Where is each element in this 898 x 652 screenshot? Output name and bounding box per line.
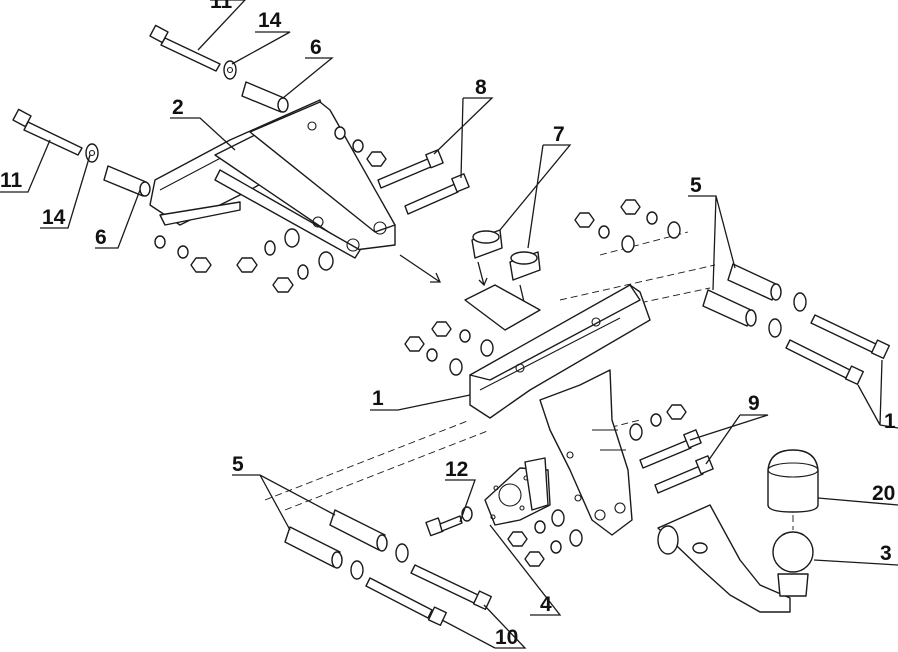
callout-14-top: 14: [258, 9, 282, 32]
bolts-8: [377, 149, 470, 215]
callout-6-top: 6: [310, 36, 322, 59]
spacer-top: [241, 81, 289, 113]
callout-1: 1: [372, 387, 384, 410]
callout-12: 12: [445, 458, 468, 481]
callout-20: 20: [872, 482, 895, 505]
callout-9: 9: [748, 392, 760, 415]
callout-7: 7: [553, 123, 565, 146]
callout-5-left: 5: [232, 453, 244, 476]
spacers-7: [471, 229, 541, 303]
right-spacers-bolts: [702, 263, 891, 386]
callout-10: 10: [495, 626, 518, 649]
side-bracket-assembly: [149, 99, 396, 259]
callout-5-right: 5: [690, 174, 702, 197]
frame-fasteners: [404, 199, 687, 441]
callout-11-left: 11: [0, 169, 23, 192]
ball-cap: [767, 449, 819, 513]
washer-top: [223, 60, 237, 80]
callout-8: 8: [475, 76, 487, 99]
assembly-arrow: [399, 254, 442, 283]
bolt-top: [149, 24, 221, 72]
socket-plate: [484, 457, 551, 526]
tow-ball-neck: [657, 504, 814, 613]
callout-1x-right: 1: [884, 410, 896, 433]
bolt-left: [12, 108, 83, 156]
callout-4: 4: [540, 593, 552, 616]
main-frame: [464, 284, 651, 536]
left-bottom-spacers-bolts: [284, 509, 493, 627]
bolts-9: [639, 429, 714, 494]
socket-fasteners: [425, 506, 583, 567]
callout-2: 2: [172, 96, 184, 119]
bracket-fasteners: [154, 126, 387, 293]
spacer-left: [103, 165, 151, 197]
callout-3: 3: [880, 542, 892, 565]
washer-left: [85, 143, 99, 163]
callout-11-top: 11: [210, 0, 233, 13]
callout-6-left: 6: [95, 226, 107, 249]
callout-14-left: 14: [42, 206, 66, 229]
